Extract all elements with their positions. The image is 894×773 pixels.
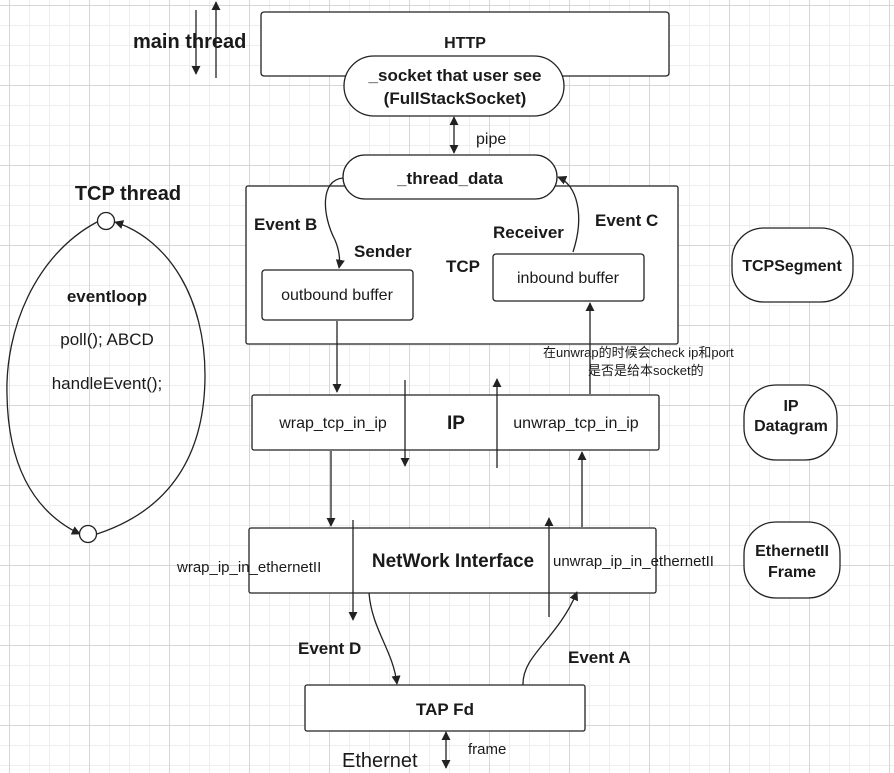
pipe-label: pipe — [476, 131, 506, 148]
ethernet-label: Ethernet — [342, 750, 418, 772]
receiver-label: Receiver — [493, 223, 564, 242]
event-a-curve — [522, 591, 579, 686]
unwrap-tcp-in-ip-label: unwrap_tcp_in_ip — [513, 415, 639, 432]
wrap-tcp-in-ip-label: wrap_tcp_in_ip — [278, 415, 387, 432]
thread-data-label: _thread_data — [396, 169, 503, 188]
annotation-line2: 是否是给本socket的 — [588, 363, 704, 378]
ethernet-frame-sublabel: Frame — [768, 564, 816, 581]
annotation-line1: 在unwrap的时候会check ip和port — [543, 345, 734, 360]
eventloop-poll-line: poll(); ABCD — [60, 330, 154, 349]
ethernet-frame-box — [743, 521, 841, 599]
user-socket-sublabel: (FullStackSocket) — [384, 89, 527, 108]
tap-fd-box — [304, 684, 586, 732]
tcp-segment-box — [731, 227, 854, 303]
event-c-curve — [557, 175, 580, 253]
eventloop-handle-line: handleEvent(); — [52, 374, 163, 393]
tcp-thread-label: TCP thread — [75, 183, 181, 205]
eventloop-right-arc — [96, 220, 206, 535]
http-label: HTTP — [444, 35, 486, 52]
frame-label: frame — [468, 741, 506, 758]
tap-fd-label: TAP Fd — [416, 700, 474, 719]
event-d-label: Event D — [298, 639, 361, 658]
unwrap-ip-in-ethernet-label: unwrap_ip_in_ethernetII — [553, 553, 714, 570]
outbound-buffer-label: outbound buffer — [281, 287, 393, 304]
user-socket-label: _socket that user see — [368, 66, 542, 85]
eventloop-top-node — [96, 211, 116, 231]
user-socket-box — [343, 55, 565, 117]
event-d-curve — [368, 592, 401, 685]
netif-label: NetWork Interface — [372, 551, 534, 572]
eventloop-left-arc — [6, 221, 98, 535]
wrap-ip-in-ethernet-label: wrap_ip_in_ethernetII — [176, 559, 321, 576]
main-thread-label: main thread — [133, 31, 246, 53]
sender-label: Sender — [354, 242, 412, 261]
ip-datagram-label: IP — [783, 398, 798, 415]
event-a-label: Event A — [568, 648, 631, 667]
ip-box — [251, 394, 660, 451]
event-b-curve — [324, 177, 345, 269]
inbound-buffer-label: inbound buffer — [517, 270, 620, 287]
inbound-buffer-box — [492, 253, 645, 302]
eventloop-bottom-node — [78, 524, 98, 544]
tcp-segment-label: TCPSegment — [742, 258, 842, 275]
eventloop-title: eventloop — [67, 287, 147, 306]
event-c-label: Event C — [595, 211, 658, 230]
ip-label: IP — [447, 413, 465, 434]
netif-box — [248, 527, 657, 594]
outbound-buffer-box — [261, 269, 414, 321]
thread-data-box — [342, 154, 558, 200]
event-b-label: Event B — [254, 215, 317, 234]
ip-datagram-box — [743, 384, 838, 461]
ip-datagram-sublabel: Datagram — [754, 418, 828, 435]
ethernet-frame-label: EthernetII — [755, 543, 829, 560]
tcp-label: TCP — [446, 257, 480, 276]
